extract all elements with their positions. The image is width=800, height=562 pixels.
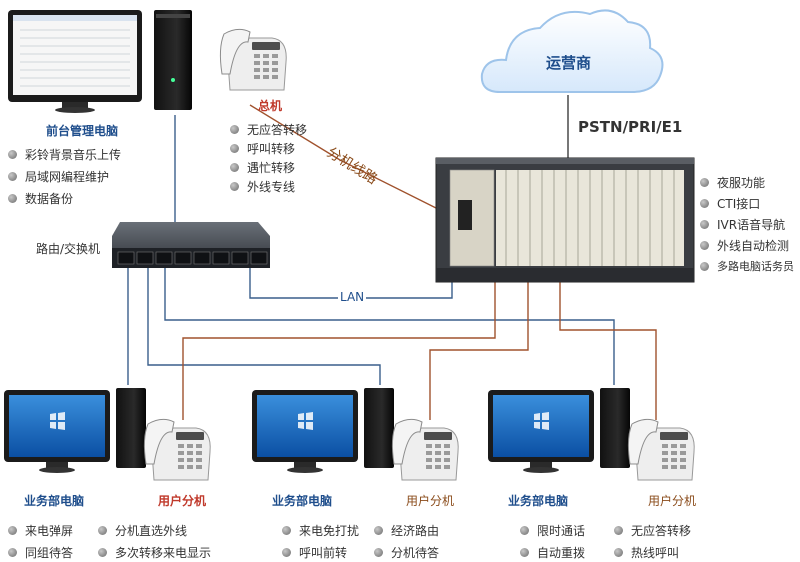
main-phone-feature: 遇忙转移 — [230, 159, 295, 176]
bullet-dot-icon — [8, 548, 17, 557]
bullet-dot-icon — [700, 178, 709, 187]
monitor-icon — [4, 390, 110, 473]
group-pc-label: 业务部电脑 — [272, 494, 333, 508]
router-label: 路由/交换机 — [36, 242, 101, 256]
main-phone-feature: 无应答转移 — [230, 121, 307, 138]
bullet-dot-icon — [614, 526, 623, 535]
pc-tower-icon — [364, 388, 394, 468]
main-phone-title: 总机 — [258, 99, 283, 113]
desk-phone-icon — [219, 28, 287, 91]
lan-label: LAN — [338, 290, 367, 304]
reception-pc-title: 前台管理电脑 — [46, 124, 119, 138]
bullet-dot-icon — [282, 526, 291, 535]
monitor-icon — [252, 390, 358, 473]
desk-phone-icon — [143, 418, 211, 481]
pbx-feature: 夜服功能 — [700, 174, 765, 191]
pc-tower-icon — [154, 10, 192, 110]
trunk-label: PSTN/PRI/E1 — [578, 118, 683, 136]
bullet-dot-icon — [700, 220, 709, 229]
group-ext-label: 用户分机 — [406, 494, 455, 508]
desk-phone-icon — [391, 418, 459, 481]
monitor-icon — [488, 390, 594, 473]
pc-tower-icon — [600, 388, 630, 468]
main-phone-feature: 外线专线 — [230, 178, 295, 195]
bullet-dot-icon — [374, 526, 383, 535]
main-phone-feature: 呼叫转移 — [230, 140, 295, 157]
group-feature: 分机待答 — [374, 544, 439, 561]
bullet-dot-icon — [230, 125, 239, 134]
group-feature: 来电弹屏 — [8, 522, 73, 539]
extension-line-main — [249, 104, 441, 211]
reception-feature: 数据备份 — [8, 190, 73, 207]
bullet-dot-icon — [8, 194, 17, 203]
lan-line-pc3 — [164, 268, 615, 385]
pbx-feature: IVR语音导航 — [700, 216, 785, 233]
phone-line-1 — [182, 282, 496, 420]
bullet-dot-icon — [700, 261, 709, 271]
group-feature: 多次转移来电显示 — [98, 544, 211, 561]
reception-feature: 彩铃背景音乐上传 — [8, 146, 121, 163]
phone-line-2 — [429, 282, 529, 420]
pc-tower-icon — [116, 388, 146, 468]
switch-icon — [112, 222, 270, 268]
bullet-dot-icon — [614, 548, 623, 557]
bullet-dot-icon — [98, 526, 107, 535]
monitor-icon — [8, 10, 142, 113]
group-pc-label: 业务部电脑 — [24, 494, 85, 508]
pbx-feature: 多路电脑话务员 — [700, 258, 794, 274]
bullet-dot-icon — [230, 182, 239, 191]
bullet-dot-icon — [700, 199, 709, 208]
group-feature: 热线呼叫 — [614, 544, 679, 561]
group-feature: 自动重拨 — [520, 544, 585, 561]
bullet-dot-icon — [282, 548, 291, 557]
group-feature: 分机直选外线 — [98, 522, 187, 539]
pbx-feature: CTI接口 — [700, 195, 760, 212]
group-feature: 同组待答 — [8, 544, 73, 561]
bullet-dot-icon — [700, 241, 709, 250]
lan-line-pc2 — [147, 268, 381, 385]
bullet-dot-icon — [8, 150, 17, 159]
group-feature: 呼叫前转 — [282, 544, 347, 561]
bullet-dot-icon — [98, 548, 107, 557]
bullet-dot-icon — [520, 548, 529, 557]
group-ext-label: 用户分机 — [648, 494, 697, 508]
connection-lines — [127, 95, 657, 420]
bullet-dot-icon — [8, 526, 17, 535]
group-feature: 经济路由 — [374, 522, 439, 539]
bullet-dot-icon — [520, 526, 529, 535]
phone-line-3 — [559, 282, 657, 420]
group-pc-label: 业务部电脑 — [508, 494, 569, 508]
bullet-dot-icon — [230, 144, 239, 153]
pbx-feature: 外线自动检测 — [700, 237, 789, 254]
group-feature: 无应答转移 — [614, 522, 691, 539]
bullet-dot-icon — [8, 172, 17, 181]
pbx-rack-icon — [435, 157, 695, 283]
bullet-dot-icon — [230, 163, 239, 172]
cloud-label: 运营商 — [546, 54, 592, 72]
bullet-dot-icon — [374, 548, 383, 557]
reception-feature: 局域网编程维护 — [8, 168, 109, 185]
group-feature: 限时通话 — [520, 522, 585, 539]
cloud-icon — [480, 9, 664, 93]
group-ext-label: 用户分机 — [158, 494, 207, 508]
group-feature: 来电免打扰 — [282, 522, 359, 539]
desk-phone-icon — [627, 418, 695, 481]
